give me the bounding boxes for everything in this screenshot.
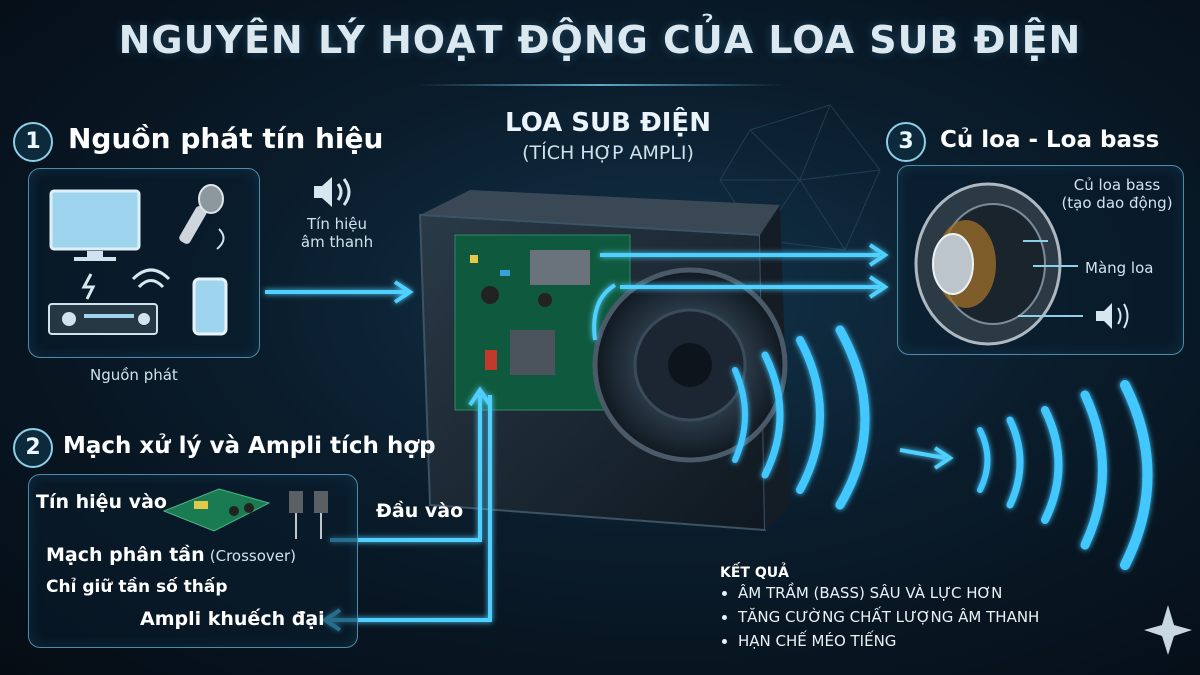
subwoofer-box-illustration [418, 190, 790, 532]
tv-icon [49, 189, 141, 261]
section2-heading: Mạch xử lý và Ampli tích hợp [63, 433, 436, 459]
step-number-2: 2 [13, 428, 53, 468]
cone-label: Màng loa [1085, 259, 1154, 277]
speaker-volume-icon [1096, 303, 1129, 329]
bass-driver-illustration [914, 182, 1129, 346]
input-label: Đầu vào [376, 500, 464, 522]
source-devices-illustration [48, 184, 228, 336]
subwoofer-subtitle: (TÍCH HỢP AMPLI) [522, 142, 694, 164]
crossover-main-label: Mạch phân tần [46, 544, 205, 566]
crossover-sub-label: (Crossover) [209, 547, 297, 565]
page-title: NGUYÊN LÝ HOẠT ĐỘNG CỦA LOA SUB ĐIỆN [118, 18, 1082, 62]
step-number-1: 1 [13, 122, 53, 162]
signal-label-line1: Tín hiệu [306, 215, 367, 233]
result-item: ÂM TRẦM (BASS) SÂU VÀ LỰC HƠN [738, 581, 1080, 605]
signal-label: Tín hiệu âm thanh [297, 215, 377, 251]
driver-panel [897, 165, 1184, 355]
section3-heading: Củ loa - Loa bass [940, 127, 1160, 153]
result-item: HẠN CHẾ MÉO TIẾNG [738, 629, 1080, 653]
receiver-icon [48, 303, 158, 335]
source-caption: Nguồn phát [90, 366, 178, 384]
sparkle-icon [1144, 605, 1192, 655]
subwoofer-title: LOA SUB ĐIỆN [505, 108, 711, 138]
circuit-board-icon [162, 488, 328, 539]
section1-heading: Nguồn phát tín hiệu [68, 122, 384, 155]
phone-icon [192, 277, 228, 336]
wifi-icon [131, 268, 171, 289]
result-list: ÂM TRẦM (BASS) SÂU VÀ LỰC HƠN TĂNG CƯỜNG… [720, 581, 1080, 653]
result-title: KẾT QUẢ [720, 565, 789, 581]
crossover-label: Mạch phân tần (Crossover) [46, 544, 296, 566]
source-panel [28, 168, 260, 358]
driver-label-line2: (tạo dao động) [1061, 194, 1173, 212]
circuit-panel [28, 474, 358, 648]
signal-label-line2: âm thanh [300, 233, 374, 251]
step-number-3: 3 [886, 122, 926, 162]
microphone-icon [179, 184, 225, 250]
driver-label: Củ loa bass (tạo dao động) [1058, 176, 1176, 212]
signal-arrows [265, 243, 954, 632]
speaker-sound-icon [314, 177, 351, 207]
amplifier-label: Ampli khuếch đại [140, 608, 325, 630]
result-box: KẾT QUẢ ÂM TRẦM (BASS) SÂU VÀ LỰC HƠN TĂ… [720, 565, 1080, 653]
lightning-icon [81, 273, 96, 300]
title-divider [415, 84, 785, 86]
result-item: TĂNG CƯỜNG CHẤT LƯỢNG ÂM THANH [738, 605, 1080, 629]
sound-waves-icon [732, 325, 1153, 570]
low-frequency-label: Chỉ giữ tần số thấp [46, 577, 228, 597]
input-signal-label: Tín hiệu vào [36, 491, 167, 513]
magnet-icon [932, 233, 974, 295]
driver-label-line1: Củ loa bass [1073, 176, 1161, 194]
